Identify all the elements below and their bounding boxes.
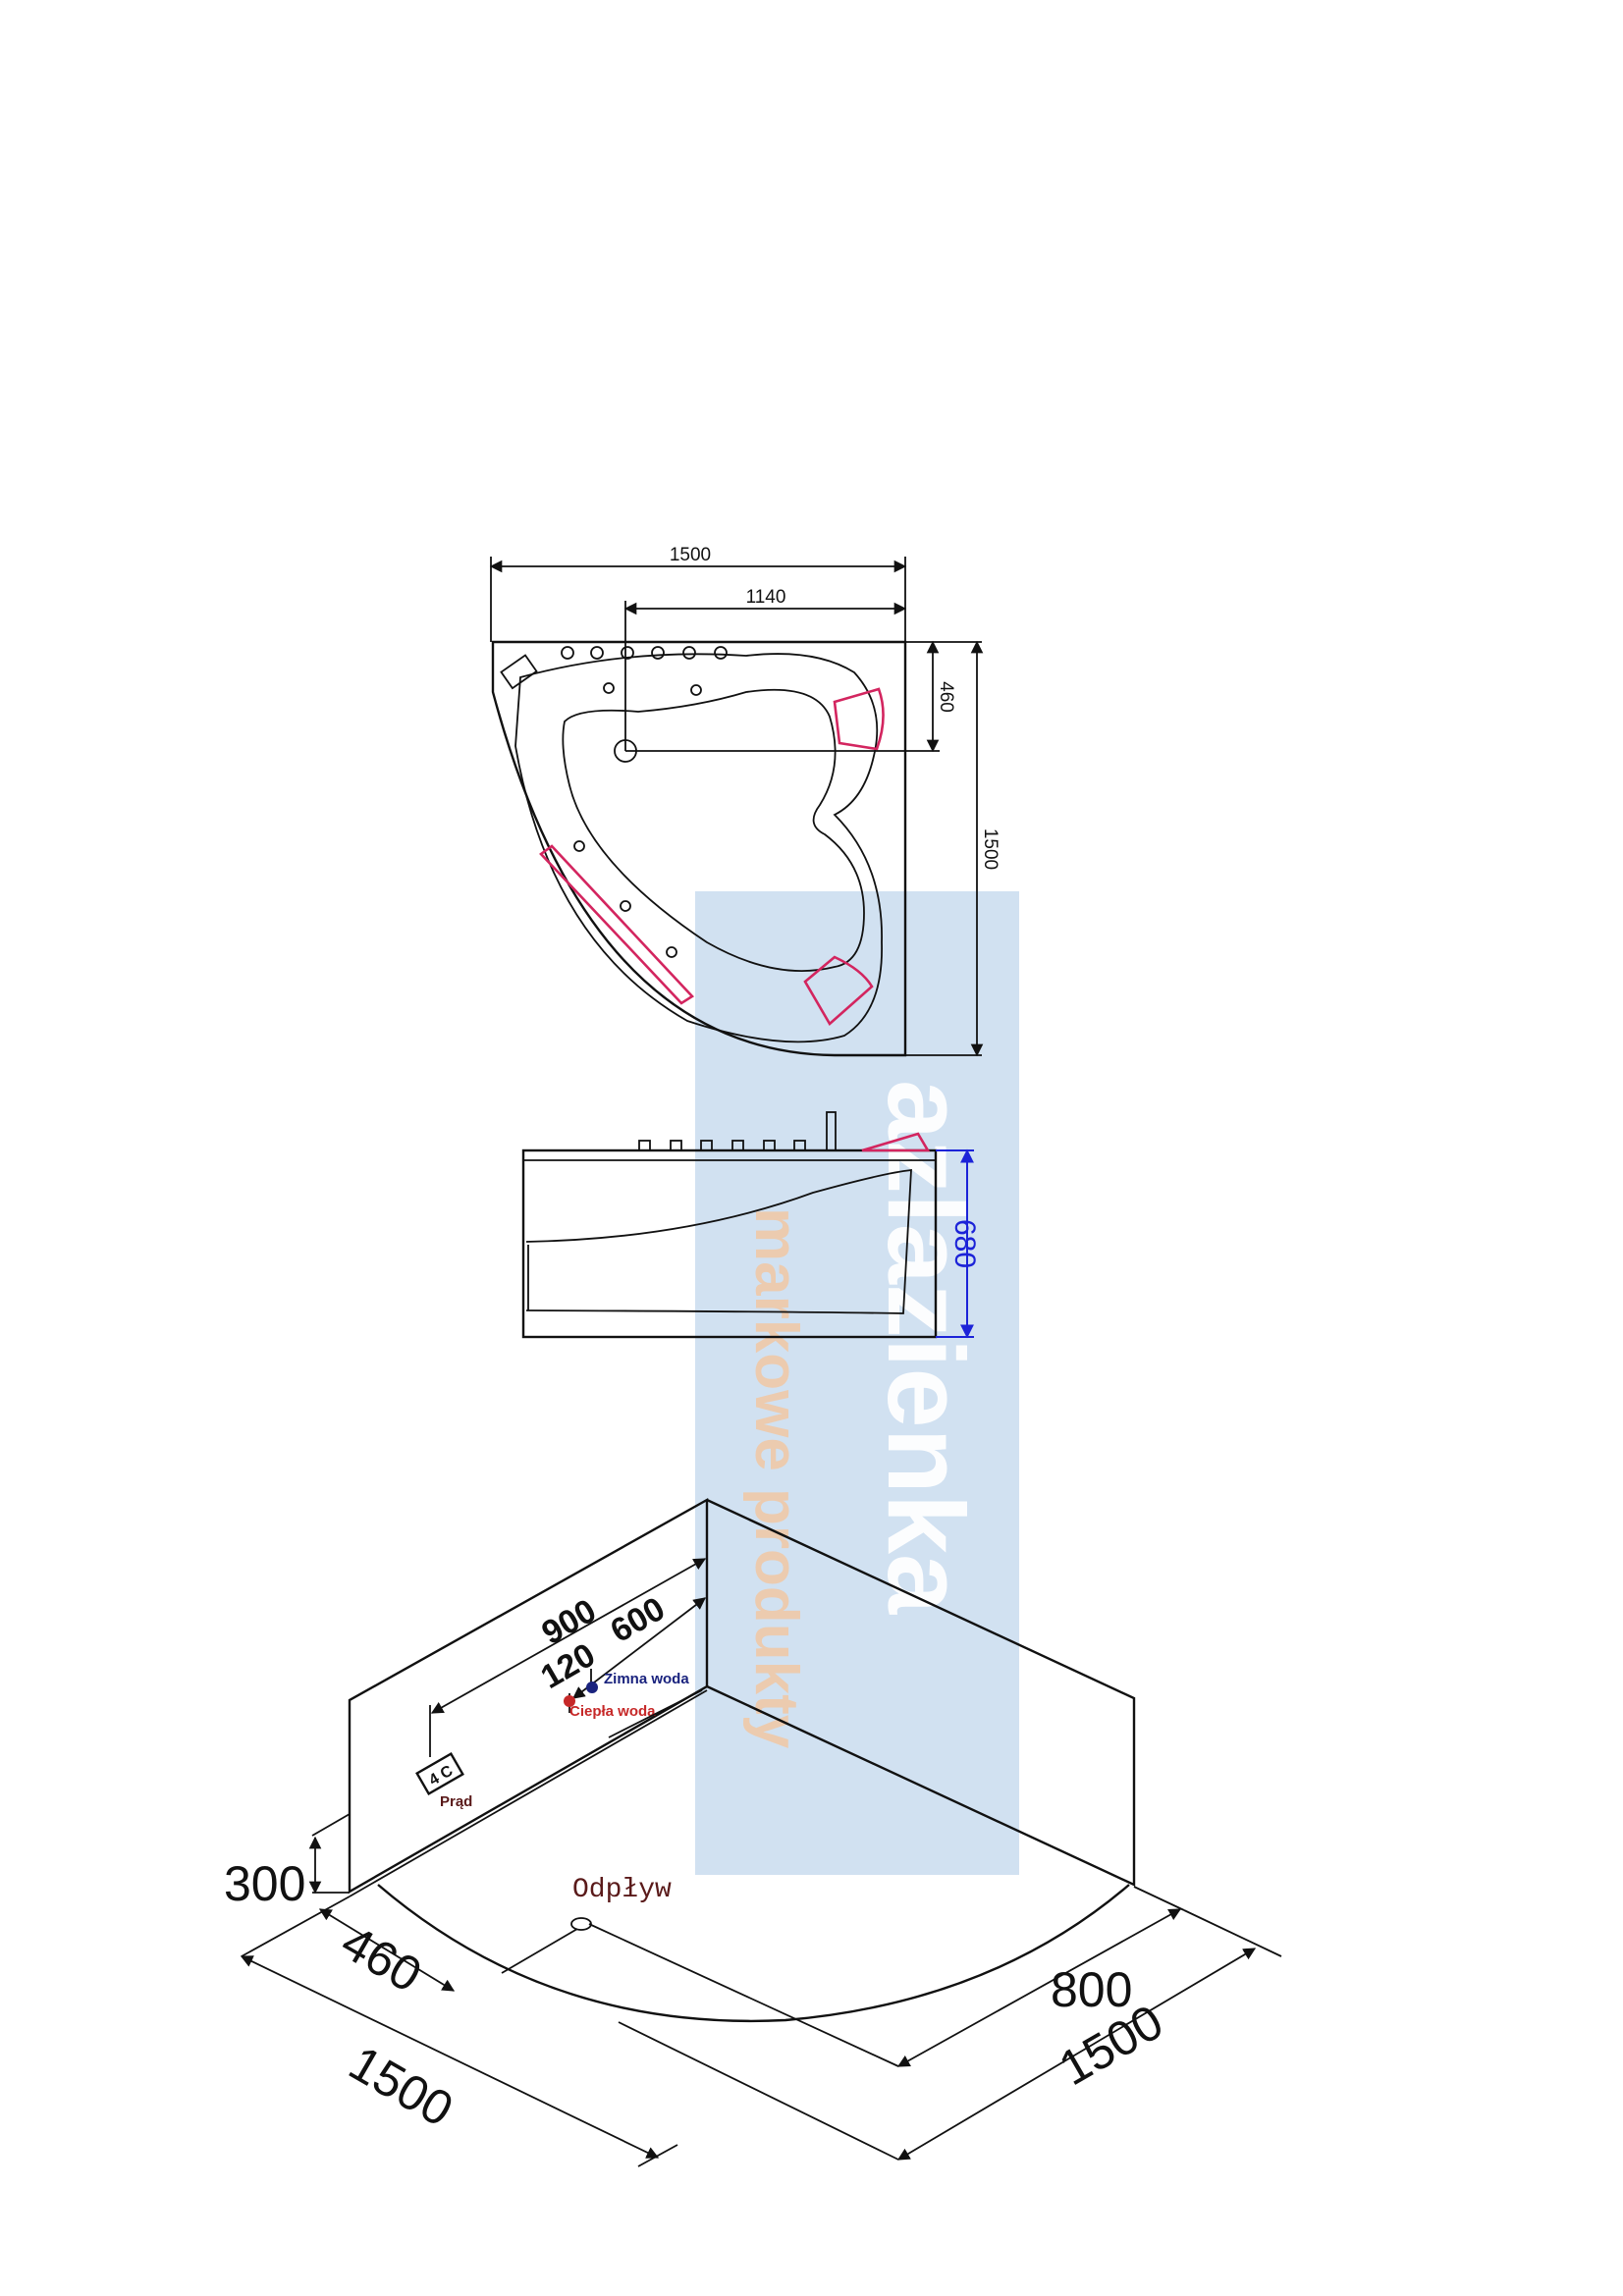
power-label: Prąd: [440, 1793, 472, 1810]
power-box: [415, 1751, 464, 1796]
iso-back-wall-right: [706, 1498, 1136, 1887]
dim-1500-top: 1500: [670, 545, 711, 565]
drain-iso: [570, 1917, 592, 1931]
pillow-side: [861, 1132, 931, 1152]
drain-label: Odpływ: [572, 1875, 672, 1905]
jets-side-row: [573, 840, 677, 958]
control-panel: [500, 654, 538, 690]
dim-680: 680: [948, 1219, 981, 1268]
jets-top-row: [561, 646, 728, 696]
tub-body-side: [521, 1148, 938, 1339]
dim-460-top: 460: [936, 681, 956, 713]
armrest: [539, 844, 695, 1005]
tap: [826, 1111, 837, 1151]
pillow-bottom: [803, 955, 874, 1027]
dim-1500-right: 1500: [980, 828, 1001, 870]
watermark-tagline: markowe produkty: [742, 1207, 810, 1749]
dim-1500-iso-left: 1500: [340, 2035, 461, 2137]
dim-460-iso: 460: [332, 1914, 430, 2002]
dim-1140: 1140: [746, 587, 786, 608]
watermark: azlazienka markowe produkty: [695, 891, 1019, 1875]
hot-water-label: Ciepła woda: [569, 1703, 656, 1720]
iso-back-wall-left: [348, 1497, 709, 1895]
pillow-top: [833, 687, 885, 751]
top-view: 1500 1140 460 1500: [489, 545, 1001, 1057]
jets-side: [638, 1140, 806, 1151]
cold-water-label: Zimna woda: [604, 1671, 689, 1687]
tub-basin-top: [562, 688, 865, 972]
tub-rim-top: [514, 653, 883, 1043]
dim-600: 600: [604, 1590, 671, 1650]
dim-300: 300: [224, 1856, 305, 1911]
tub-outline-top: [491, 640, 907, 1057]
side-view: 680: [521, 1111, 981, 1339]
cold-water-point: [586, 1682, 598, 1693]
hot-water-point: [564, 1695, 575, 1707]
